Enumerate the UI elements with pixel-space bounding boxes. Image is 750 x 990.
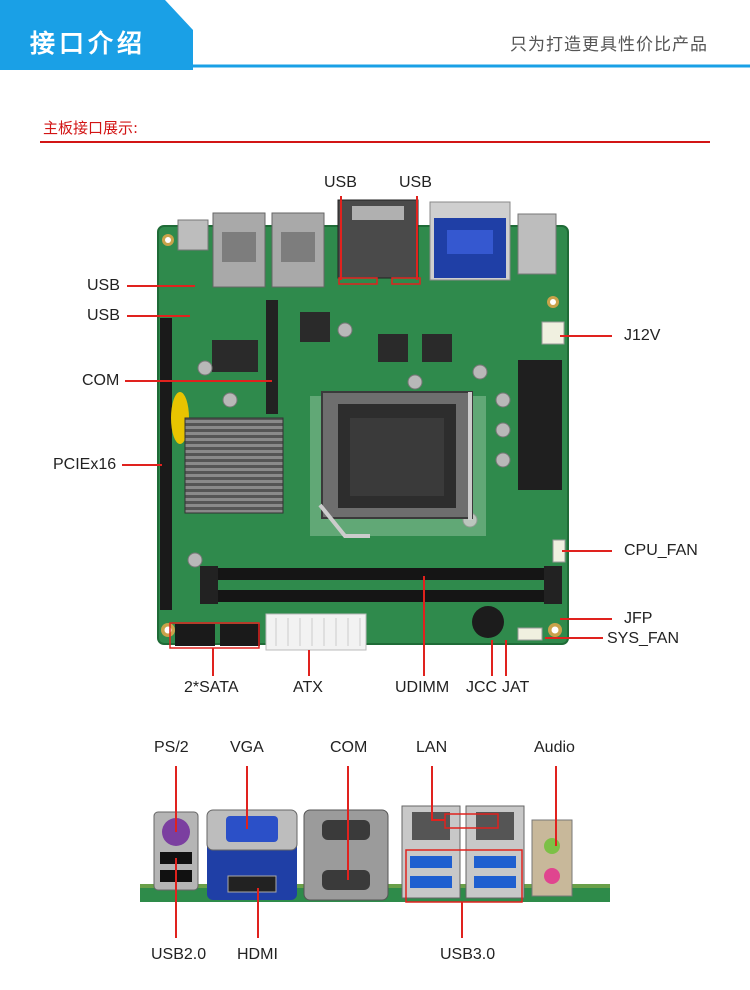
label-usb-top-1: USB	[324, 174, 357, 191]
label-usb-left-1: USB	[87, 277, 120, 294]
header-title: 接口介绍	[30, 29, 147, 58]
label-cpu-fan: CPU_FAN	[624, 542, 698, 559]
label-jfp: JFP	[624, 610, 653, 627]
label-audio: Audio	[534, 739, 575, 756]
label-ps2: PS/2	[154, 739, 189, 756]
label-usb-left-2: USB	[87, 307, 120, 324]
section-divider	[40, 141, 710, 143]
section-label: 主板接口展示:	[43, 119, 139, 137]
label-udimm: UDIMM	[395, 679, 450, 696]
header-banner	[0, 0, 750, 70]
label-lan: LAN	[416, 739, 448, 756]
io-panel	[140, 805, 610, 903]
sys-fan-header	[517, 627, 543, 641]
pcie-slot	[160, 318, 172, 610]
label-usb-top-2: USB	[399, 174, 432, 191]
label-usb20: USB2.0	[151, 946, 207, 963]
sata-port	[175, 624, 215, 646]
cpu-socket	[310, 391, 486, 538]
sata-port	[220, 624, 260, 646]
label-jcc: JCC	[466, 679, 498, 696]
label-usb30: USB3.0	[440, 946, 496, 963]
label-pciex16: PCIEx16	[53, 456, 117, 473]
label-j12v: J12V	[624, 327, 661, 344]
board-callouts	[122, 196, 612, 676]
label-com-board: COM	[82, 372, 120, 389]
chip	[212, 340, 258, 372]
atx-connector	[265, 613, 367, 651]
sata-highlight	[169, 622, 260, 649]
dimm-slots	[200, 566, 562, 604]
j12v-header	[541, 321, 565, 345]
page-header: 接口介绍 只为打造更具性价比产品	[0, 0, 750, 70]
buzzer	[472, 606, 504, 638]
chipset-heatsink	[184, 417, 284, 514]
board-rear-io	[177, 199, 557, 288]
label-sys-fan: SYS_FAN	[607, 630, 680, 647]
io-callouts	[175, 766, 557, 938]
label-com-io: COM	[330, 739, 368, 756]
header-slogan: 只为打造更具性价比产品	[510, 35, 708, 55]
label-jat: JAT	[502, 679, 530, 696]
label-atx: ATX	[293, 679, 323, 696]
com-header	[266, 300, 278, 414]
label-hdmi: HDMI	[237, 946, 278, 963]
label-vga: VGA	[230, 739, 264, 756]
label-sata: 2*SATA	[184, 679, 239, 696]
